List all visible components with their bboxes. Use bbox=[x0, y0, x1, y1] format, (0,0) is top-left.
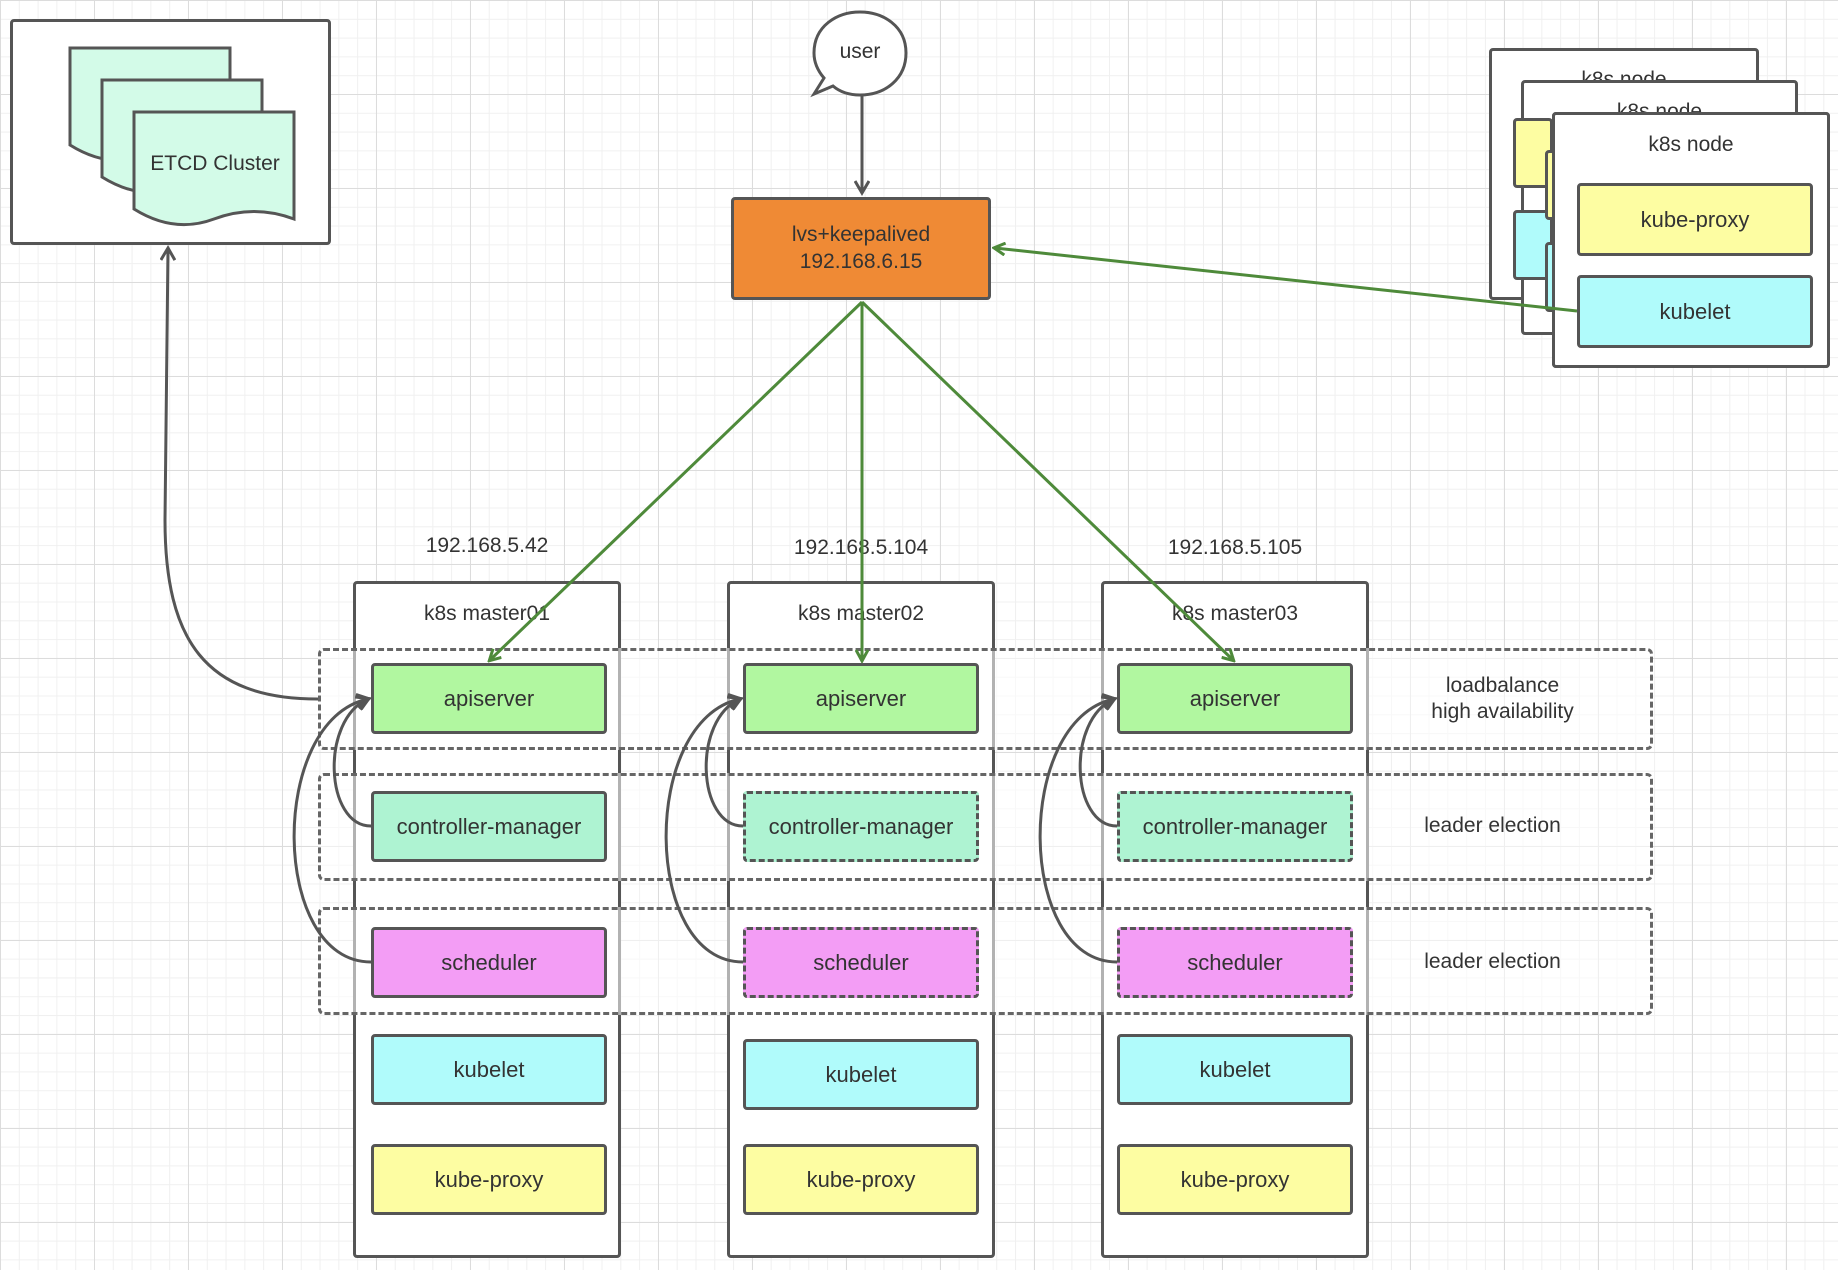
user-label: user bbox=[839, 40, 881, 63]
k8s-node-kube-proxy-label: kube-proxy bbox=[1640, 206, 1750, 232]
load-balancer-node[interactable]: lvs+keepalived 192.168.6.15 bbox=[731, 197, 991, 300]
master03-controller-manager[interactable]: controller-manager bbox=[1117, 791, 1353, 862]
master02-title: k8s master02 bbox=[797, 602, 925, 625]
master01-scheduler-label: scheduler bbox=[441, 949, 537, 975]
lb-ip: 192.168.6.15 bbox=[799, 250, 923, 273]
arrow-apiserver-to-etcd bbox=[165, 249, 319, 701]
master03-apiserver-label: apiserver bbox=[1189, 685, 1281, 711]
master03-ip: 192.168.5.105 bbox=[1167, 536, 1303, 559]
lb-name: lvs+keepalived bbox=[791, 223, 931, 246]
master03-scheduler[interactable]: scheduler bbox=[1117, 927, 1353, 998]
master01-kubelet[interactable]: kubelet bbox=[371, 1034, 607, 1105]
master01-controller-manager[interactable]: controller-manager bbox=[371, 791, 607, 862]
master01-apiserver[interactable]: apiserver bbox=[371, 663, 607, 734]
master02-kube-proxy[interactable]: kube-proxy bbox=[743, 1144, 979, 1215]
master01-kube-proxy-label: kube-proxy bbox=[434, 1166, 544, 1192]
master02-kubelet-label: kubelet bbox=[825, 1061, 897, 1087]
master02-kube-proxy-label: kube-proxy bbox=[806, 1166, 916, 1192]
k8s-node-title: k8s node bbox=[1648, 133, 1734, 156]
master02-kubelet[interactable]: kubelet bbox=[743, 1039, 979, 1110]
master01-kubelet-label: kubelet bbox=[453, 1056, 525, 1082]
master01-title: k8s master01 bbox=[423, 602, 551, 625]
master03-scheduler-label: scheduler bbox=[1187, 949, 1283, 975]
master03-controller-manager-label: controller-manager bbox=[1142, 813, 1328, 839]
master02-ip: 192.168.5.104 bbox=[793, 536, 929, 559]
master01-ip: 192.168.5.42 bbox=[425, 534, 549, 557]
master03-kube-proxy[interactable]: kube-proxy bbox=[1117, 1144, 1353, 1215]
zone-scheduler-label: leader election bbox=[1424, 950, 1561, 973]
master03-kube-proxy-label: kube-proxy bbox=[1180, 1166, 1290, 1192]
master03-title: k8s master03 bbox=[1171, 602, 1299, 625]
master01-apiserver-label: apiserver bbox=[443, 685, 535, 711]
etcd-label: ETCD Cluster bbox=[150, 152, 280, 175]
zone-controller-label: leader election bbox=[1424, 814, 1561, 837]
zone-apiserver-label-line1: loadbalance bbox=[1445, 674, 1560, 697]
master02-controller-manager[interactable]: controller-manager bbox=[743, 791, 979, 862]
user-speech-bubble-icon bbox=[810, 10, 908, 98]
master02-apiserver[interactable]: apiserver bbox=[743, 663, 979, 734]
master03-kubelet[interactable]: kubelet bbox=[1117, 1034, 1353, 1105]
etcd-document-stack-icon bbox=[68, 46, 296, 227]
master01-kube-proxy[interactable]: kube-proxy bbox=[371, 1144, 607, 1215]
k8s-node-kubelet[interactable]: kubelet bbox=[1577, 275, 1813, 348]
master01-controller-manager-label: controller-manager bbox=[396, 813, 582, 839]
master02-scheduler-label: scheduler bbox=[813, 949, 909, 975]
master02-controller-manager-label: controller-manager bbox=[768, 813, 954, 839]
master03-kubelet-label: kubelet bbox=[1199, 1056, 1271, 1082]
master02-apiserver-label: apiserver bbox=[815, 685, 907, 711]
k8s-node-kube-proxy[interactable]: kube-proxy bbox=[1577, 183, 1813, 256]
master02-scheduler[interactable]: scheduler bbox=[743, 927, 979, 998]
k8s-node-kubelet-label: kubelet bbox=[1659, 298, 1731, 324]
master03-apiserver[interactable]: apiserver bbox=[1117, 663, 1353, 734]
master01-scheduler[interactable]: scheduler bbox=[371, 927, 607, 998]
zone-apiserver-label-line2: high availability bbox=[1431, 700, 1574, 723]
